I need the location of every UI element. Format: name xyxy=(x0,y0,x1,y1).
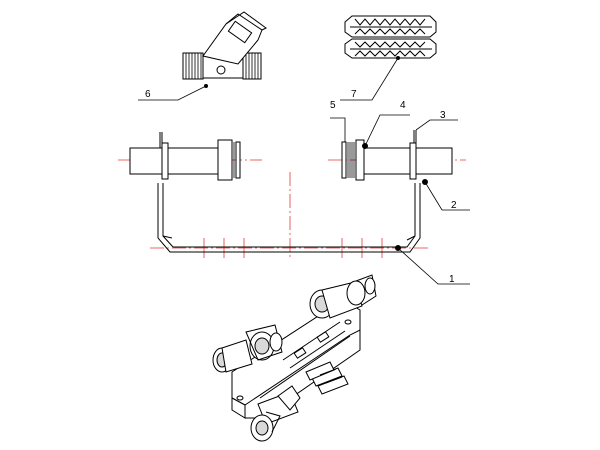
callout-1: 1 xyxy=(449,274,455,285)
callout-2: 2 xyxy=(451,200,457,211)
right-pipe-connector xyxy=(341,130,453,185)
right-flange-plate xyxy=(409,142,417,180)
iso-left-fitting xyxy=(212,324,283,373)
isometric-assembly xyxy=(212,274,377,442)
leader-lines xyxy=(138,57,470,285)
union-hinge xyxy=(216,65,226,75)
left-pipe-body xyxy=(167,147,219,175)
wall-plug-lower xyxy=(344,38,437,59)
left-union-nut xyxy=(217,139,233,181)
left-flange-plate xyxy=(161,142,169,180)
leader-5 xyxy=(330,117,346,142)
leader-2 xyxy=(424,181,470,211)
leader-1 xyxy=(397,247,470,285)
leader-4 xyxy=(364,114,410,147)
wall-plugs xyxy=(344,15,437,59)
callout-7: 7 xyxy=(351,89,357,100)
iso-plug-cluster xyxy=(305,361,349,395)
iso-bottom-union xyxy=(250,385,301,442)
callout-6: 6 xyxy=(145,89,151,100)
leader-7 xyxy=(340,57,399,101)
angled-union-fitting xyxy=(182,11,267,80)
leader-6 xyxy=(138,85,207,101)
wall-plug-upper xyxy=(344,15,437,38)
right-pipe-stub xyxy=(415,147,453,175)
callout-4: 4 xyxy=(400,100,406,111)
mounting-bracket xyxy=(157,183,421,253)
right-pipe-body xyxy=(363,147,411,175)
iso-right-fitting xyxy=(309,274,377,319)
bracket-inner xyxy=(162,183,416,248)
bracket-outer xyxy=(157,183,421,253)
callout-5: 5 xyxy=(330,100,336,111)
left-pipe-connector xyxy=(129,132,241,181)
callout-3: 3 xyxy=(440,110,446,121)
leader-3 xyxy=(415,119,458,131)
union-branch-cap xyxy=(227,20,253,44)
